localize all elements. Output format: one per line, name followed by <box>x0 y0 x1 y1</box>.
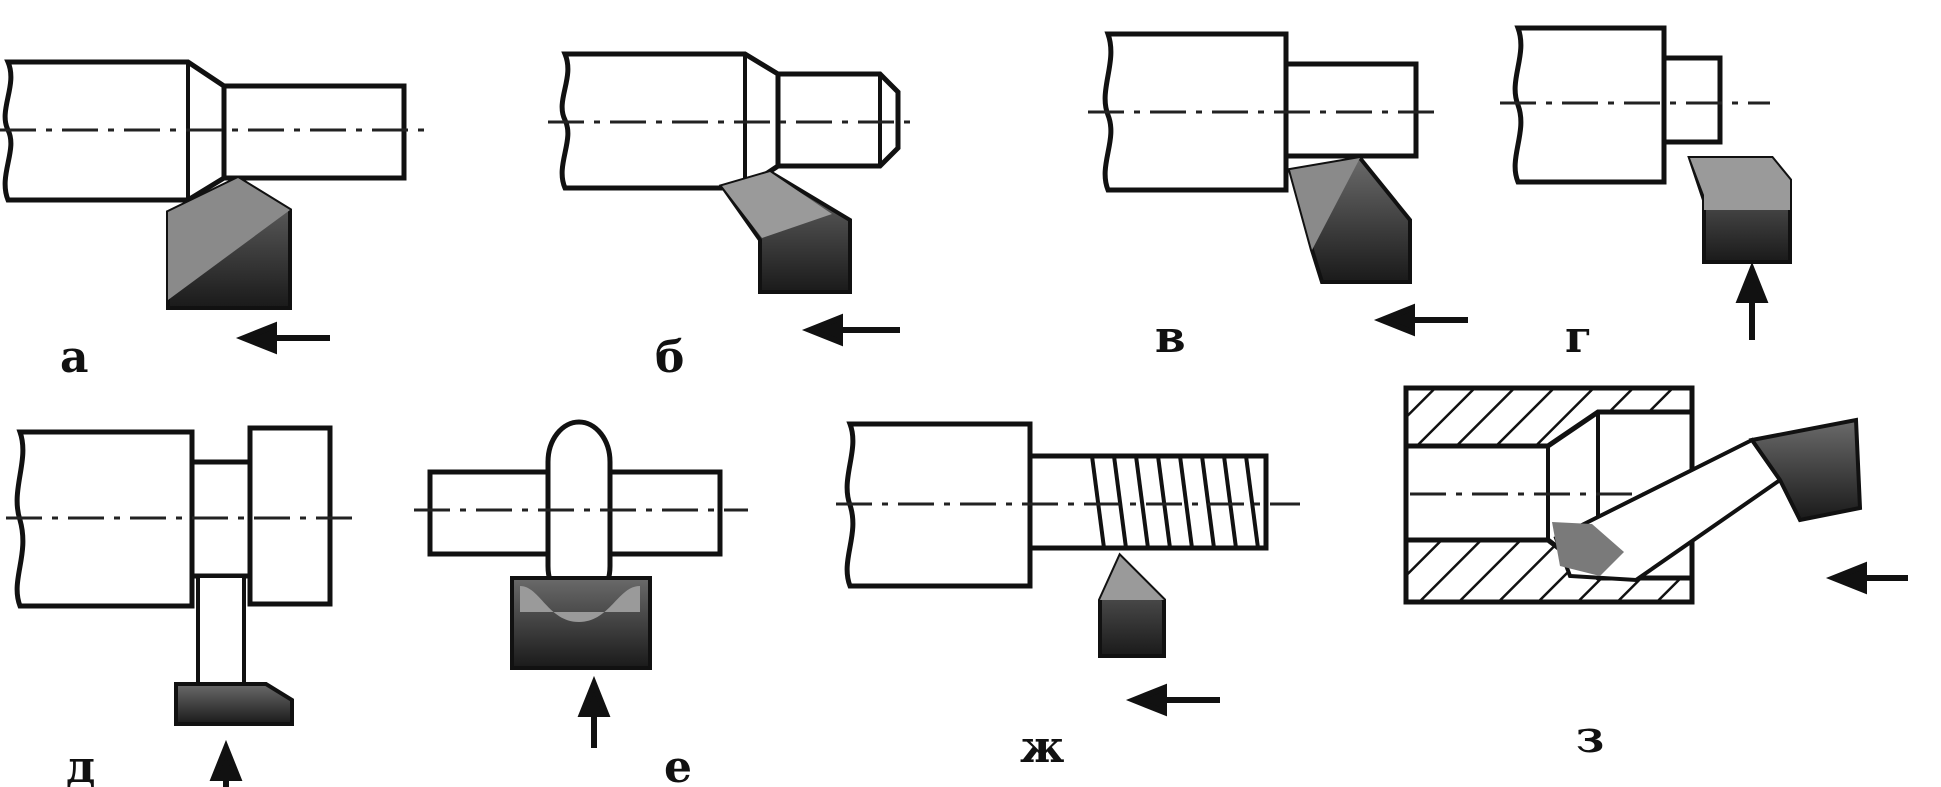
feed-arrow-v <box>1373 303 1468 337</box>
workpiece-v <box>1102 31 1289 193</box>
operation-e: е <box>414 419 748 787</box>
operation-b: б <box>548 51 910 383</box>
cutting-tool-d <box>174 574 294 726</box>
feed-arrow-b <box>801 313 900 347</box>
workpiece-d-right <box>247 425 333 607</box>
thread-tool-zh <box>1098 552 1166 658</box>
workpiece-a <box>2 59 227 203</box>
label-zh: ж <box>1020 722 1064 773</box>
label-e: е <box>664 742 692 787</box>
feed-arrow-z <box>1825 561 1908 595</box>
cutting-tool-g <box>1687 156 1792 264</box>
cutting-tool-b <box>718 169 852 294</box>
feed-arrow-zh <box>1125 683 1220 717</box>
feed-arrow-a <box>235 321 330 355</box>
boring-bar-z <box>1552 417 1863 583</box>
feed-arrow-g <box>1735 261 1769 340</box>
cutting-tool-v <box>1287 155 1412 284</box>
feed-arrow-e <box>577 675 611 748</box>
operation-z: з <box>1403 385 1908 763</box>
operation-g: г <box>1500 25 1792 363</box>
operation-a: а <box>0 59 425 383</box>
label-z: з <box>1576 712 1604 763</box>
label-b: б <box>655 332 684 383</box>
label-v: в <box>1155 312 1186 363</box>
turned-shaft-a <box>221 83 407 181</box>
turned-shaft-v <box>1283 61 1419 159</box>
workpiece-b <box>559 51 781 191</box>
workpiece-d-left <box>14 429 195 609</box>
faced-end-g <box>1661 55 1723 145</box>
cutting-tool-a <box>166 175 292 310</box>
thread-zh <box>1090 455 1260 549</box>
operation-d: д <box>6 425 360 787</box>
label-g: г <box>1565 312 1592 363</box>
workpiece-zh <box>844 421 1033 589</box>
operation-v: в <box>1088 31 1468 363</box>
workpiece-g <box>1512 25 1667 185</box>
form-tool-e <box>510 576 652 670</box>
label-d: д <box>66 742 95 787</box>
label-a: а <box>60 332 89 383</box>
feed-arrow-d <box>209 739 243 787</box>
operation-zh: ж <box>836 421 1300 773</box>
